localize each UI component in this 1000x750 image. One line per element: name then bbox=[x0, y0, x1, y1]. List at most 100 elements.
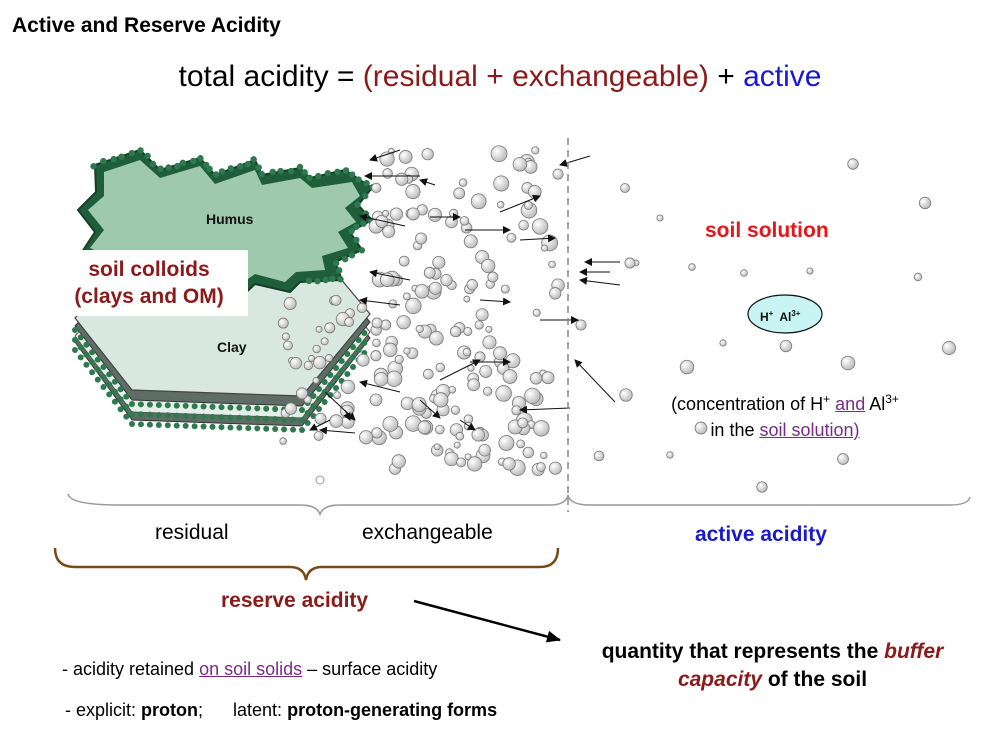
edge-dot bbox=[129, 411, 135, 417]
ion-bubble bbox=[483, 386, 493, 396]
ion-bubble bbox=[440, 274, 453, 287]
edge-dot bbox=[123, 403, 130, 410]
edge-dot bbox=[128, 149, 135, 157]
ion-bubble bbox=[666, 451, 674, 459]
edge-dot bbox=[304, 410, 311, 416]
ion-arrow bbox=[359, 213, 406, 227]
ion-bubble bbox=[463, 326, 473, 336]
ion-bubble bbox=[356, 353, 370, 367]
ion-bubble bbox=[455, 431, 465, 441]
ion-bubble bbox=[479, 364, 493, 378]
soil-solution-label: soil solution bbox=[705, 219, 829, 242]
equation-plus-2: + bbox=[717, 60, 735, 93]
edge-dot bbox=[89, 369, 96, 376]
ion-bubble bbox=[356, 302, 368, 314]
edge-dot bbox=[155, 401, 162, 408]
edge-dot bbox=[94, 356, 101, 363]
edge-dot bbox=[164, 412, 171, 419]
edge-dot bbox=[83, 351, 90, 358]
ion-bubble bbox=[474, 320, 484, 330]
edge-dot bbox=[146, 401, 153, 408]
edge-dot bbox=[182, 402, 189, 409]
ion-bubble bbox=[536, 462, 546, 472]
edge-dot bbox=[316, 396, 322, 402]
ion-bubble bbox=[444, 451, 459, 467]
exchangeable-label: exchangeable bbox=[362, 521, 493, 544]
edge-dot bbox=[173, 402, 180, 409]
ion-bubble bbox=[415, 324, 424, 334]
edge-dot bbox=[206, 165, 213, 173]
edge-dot bbox=[310, 403, 317, 409]
ion-bubble bbox=[382, 168, 393, 179]
edge-dot bbox=[164, 422, 171, 429]
soil-solution-link[interactable]: soil solution) bbox=[759, 420, 860, 440]
ion-bubble bbox=[471, 428, 485, 442]
edge-dot bbox=[89, 349, 96, 356]
ion-bubble bbox=[312, 377, 320, 384]
edge-dot bbox=[236, 414, 243, 421]
ion-bubble bbox=[624, 257, 636, 269]
edge-dot bbox=[358, 247, 366, 254]
edge-dot bbox=[144, 152, 151, 160]
ion-arrow bbox=[579, 276, 621, 286]
ion-bubble bbox=[432, 255, 446, 269]
ion-ellipse: H+Al3+ bbox=[747, 294, 823, 334]
ion-bubble bbox=[396, 315, 411, 330]
edge-dot bbox=[333, 365, 339, 371]
ion-bubble bbox=[433, 443, 441, 451]
edge-dot bbox=[327, 392, 334, 398]
ion-bubble bbox=[694, 421, 708, 435]
ion-bubble bbox=[435, 362, 446, 373]
on-soil-solids-link[interactable]: on soil solids bbox=[199, 659, 303, 679]
buffer-line2-suffix: of the soil bbox=[767, 668, 868, 691]
ion-bubble bbox=[371, 427, 383, 439]
ion-bubble bbox=[449, 208, 459, 218]
ion-bubble bbox=[487, 271, 499, 283]
ion-bubble bbox=[450, 405, 460, 415]
edge-dot bbox=[100, 364, 107, 370]
note2-proton-generating: proton-generating forms bbox=[287, 700, 498, 720]
ion-bubble bbox=[417, 420, 432, 435]
edge-dot bbox=[173, 422, 180, 429]
edge-dot bbox=[250, 156, 257, 163]
edge-dot bbox=[315, 172, 322, 180]
edge-dot bbox=[190, 157, 197, 165]
edge-dot bbox=[350, 364, 356, 370]
ion-bubble bbox=[502, 369, 518, 384]
ion-arrow bbox=[559, 155, 591, 167]
ion-bubble bbox=[330, 294, 342, 306]
edge-dot bbox=[254, 405, 261, 412]
edge-dot bbox=[337, 276, 344, 283]
ion-bubble bbox=[453, 187, 466, 200]
ion-bubble bbox=[435, 424, 445, 435]
ion-bubble bbox=[490, 145, 508, 163]
edge-dot bbox=[353, 236, 360, 244]
ion-arrow bbox=[439, 359, 481, 381]
edge-dot bbox=[94, 366, 101, 373]
ion-bubble bbox=[340, 404, 354, 419]
ion-bubble bbox=[532, 308, 541, 317]
conc-and-link[interactable]: and bbox=[835, 394, 866, 414]
ion-bubble bbox=[806, 267, 814, 275]
edge-dot bbox=[245, 405, 252, 412]
edge-dot bbox=[336, 267, 343, 274]
edge-dot bbox=[236, 424, 243, 431]
edge-dot bbox=[361, 340, 368, 346]
ion-bubble bbox=[496, 201, 505, 209]
ion-bubble bbox=[429, 330, 444, 346]
ion-bubble bbox=[370, 350, 382, 362]
soil-colloids-line1: soil colloids bbox=[88, 258, 210, 281]
edge-dot bbox=[182, 412, 189, 419]
note1-prefix: - acidity retained bbox=[62, 659, 195, 679]
top-brace bbox=[67, 493, 971, 516]
conc-h-charge: + bbox=[823, 392, 831, 406]
edge-dot bbox=[123, 393, 130, 400]
edge-dot bbox=[236, 404, 243, 411]
clay-label: Clay bbox=[217, 339, 247, 355]
ion-bubble bbox=[531, 146, 540, 155]
edge-dot bbox=[355, 176, 362, 183]
note2-explicit: - explicit: bbox=[65, 700, 137, 720]
humus-edge-dots bbox=[90, 147, 376, 285]
edge-dot bbox=[174, 162, 181, 170]
edge-dot bbox=[361, 330, 368, 336]
